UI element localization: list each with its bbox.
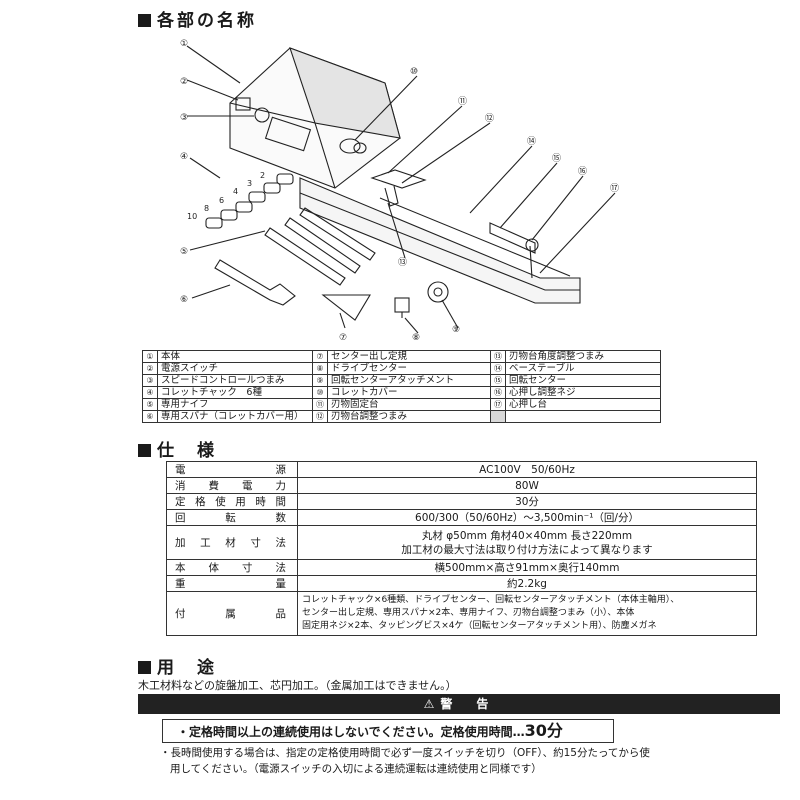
- spec-section-title: 仕 様: [138, 436, 217, 461]
- callout-15: ⑮: [552, 153, 561, 164]
- table-row: 重量約2.2kg: [166, 575, 757, 592]
- warning-note-line1: ・長時間使用する場合は、指定の定格使用時間で必ず一度スイッチを切り（OFF）、約…: [160, 747, 650, 759]
- callout-1: ①: [180, 39, 188, 49]
- callout-6: ⑥: [180, 295, 188, 305]
- callout-3: ③: [180, 113, 188, 123]
- warning-box: ・定格時間以上の連続使用はしないでください。定格使用時間…30分: [162, 719, 614, 743]
- callout-7: ⑦: [339, 333, 347, 343]
- callout-17: ⑰: [610, 183, 619, 194]
- collet-size-8: 8: [204, 204, 209, 213]
- callout-14: ⑭: [527, 136, 536, 147]
- warning-triangle-icon: ⚠: [423, 697, 435, 711]
- collet-size-6: 6: [219, 196, 224, 205]
- lathe-diagram: ① ② ③ ④ ⑤ ⑥ ⑦ ⑧ ⑨ ⑩ ⑪ ⑫ ⑬ ⑭ ⑮ ⑯ ⑰ 2 3 4 …: [180, 39, 619, 343]
- callout-4: ④: [180, 152, 188, 162]
- table-row: 付属品 コレットチャック×6種類、ドライブセンター、回転センターアタッチメント（…: [166, 591, 757, 636]
- callout-8: ⑧: [412, 333, 420, 343]
- table-row: 本体寸法横500mm×高さ91mm×奥行140mm: [166, 559, 757, 576]
- section-square-icon: [138, 661, 151, 674]
- section-square-icon: [138, 444, 151, 457]
- callout-10: ⑩: [410, 67, 418, 77]
- collet-size-3: 3: [247, 179, 252, 188]
- collet-size-10: 10: [187, 212, 197, 221]
- warning-note-line2: 用してください。（電源スイッチの入切による連続運転は連続使用と同様です）: [170, 763, 542, 775]
- usage-text: 木工材料などの旋盤加工、芯円加工。（金属加工はできません。）: [138, 679, 457, 692]
- callout-16: ⑯: [578, 166, 587, 177]
- callout-9: ⑨: [452, 325, 460, 335]
- callout-12: ⑫: [485, 113, 494, 124]
- callout-11: ⑪: [458, 96, 467, 107]
- usage-section-title: 用 途: [138, 653, 217, 678]
- callout-2: ②: [180, 77, 188, 87]
- callout-13: ⑬: [398, 257, 407, 268]
- collet-size-4: 4: [233, 187, 238, 196]
- collet-size-2: 2: [260, 171, 265, 180]
- callout-5: ⑤: [180, 247, 188, 257]
- warning-header: ⚠警 告: [138, 694, 780, 714]
- section-square-icon: [138, 14, 151, 27]
- parts-section-title: 各部の名称: [138, 6, 257, 31]
